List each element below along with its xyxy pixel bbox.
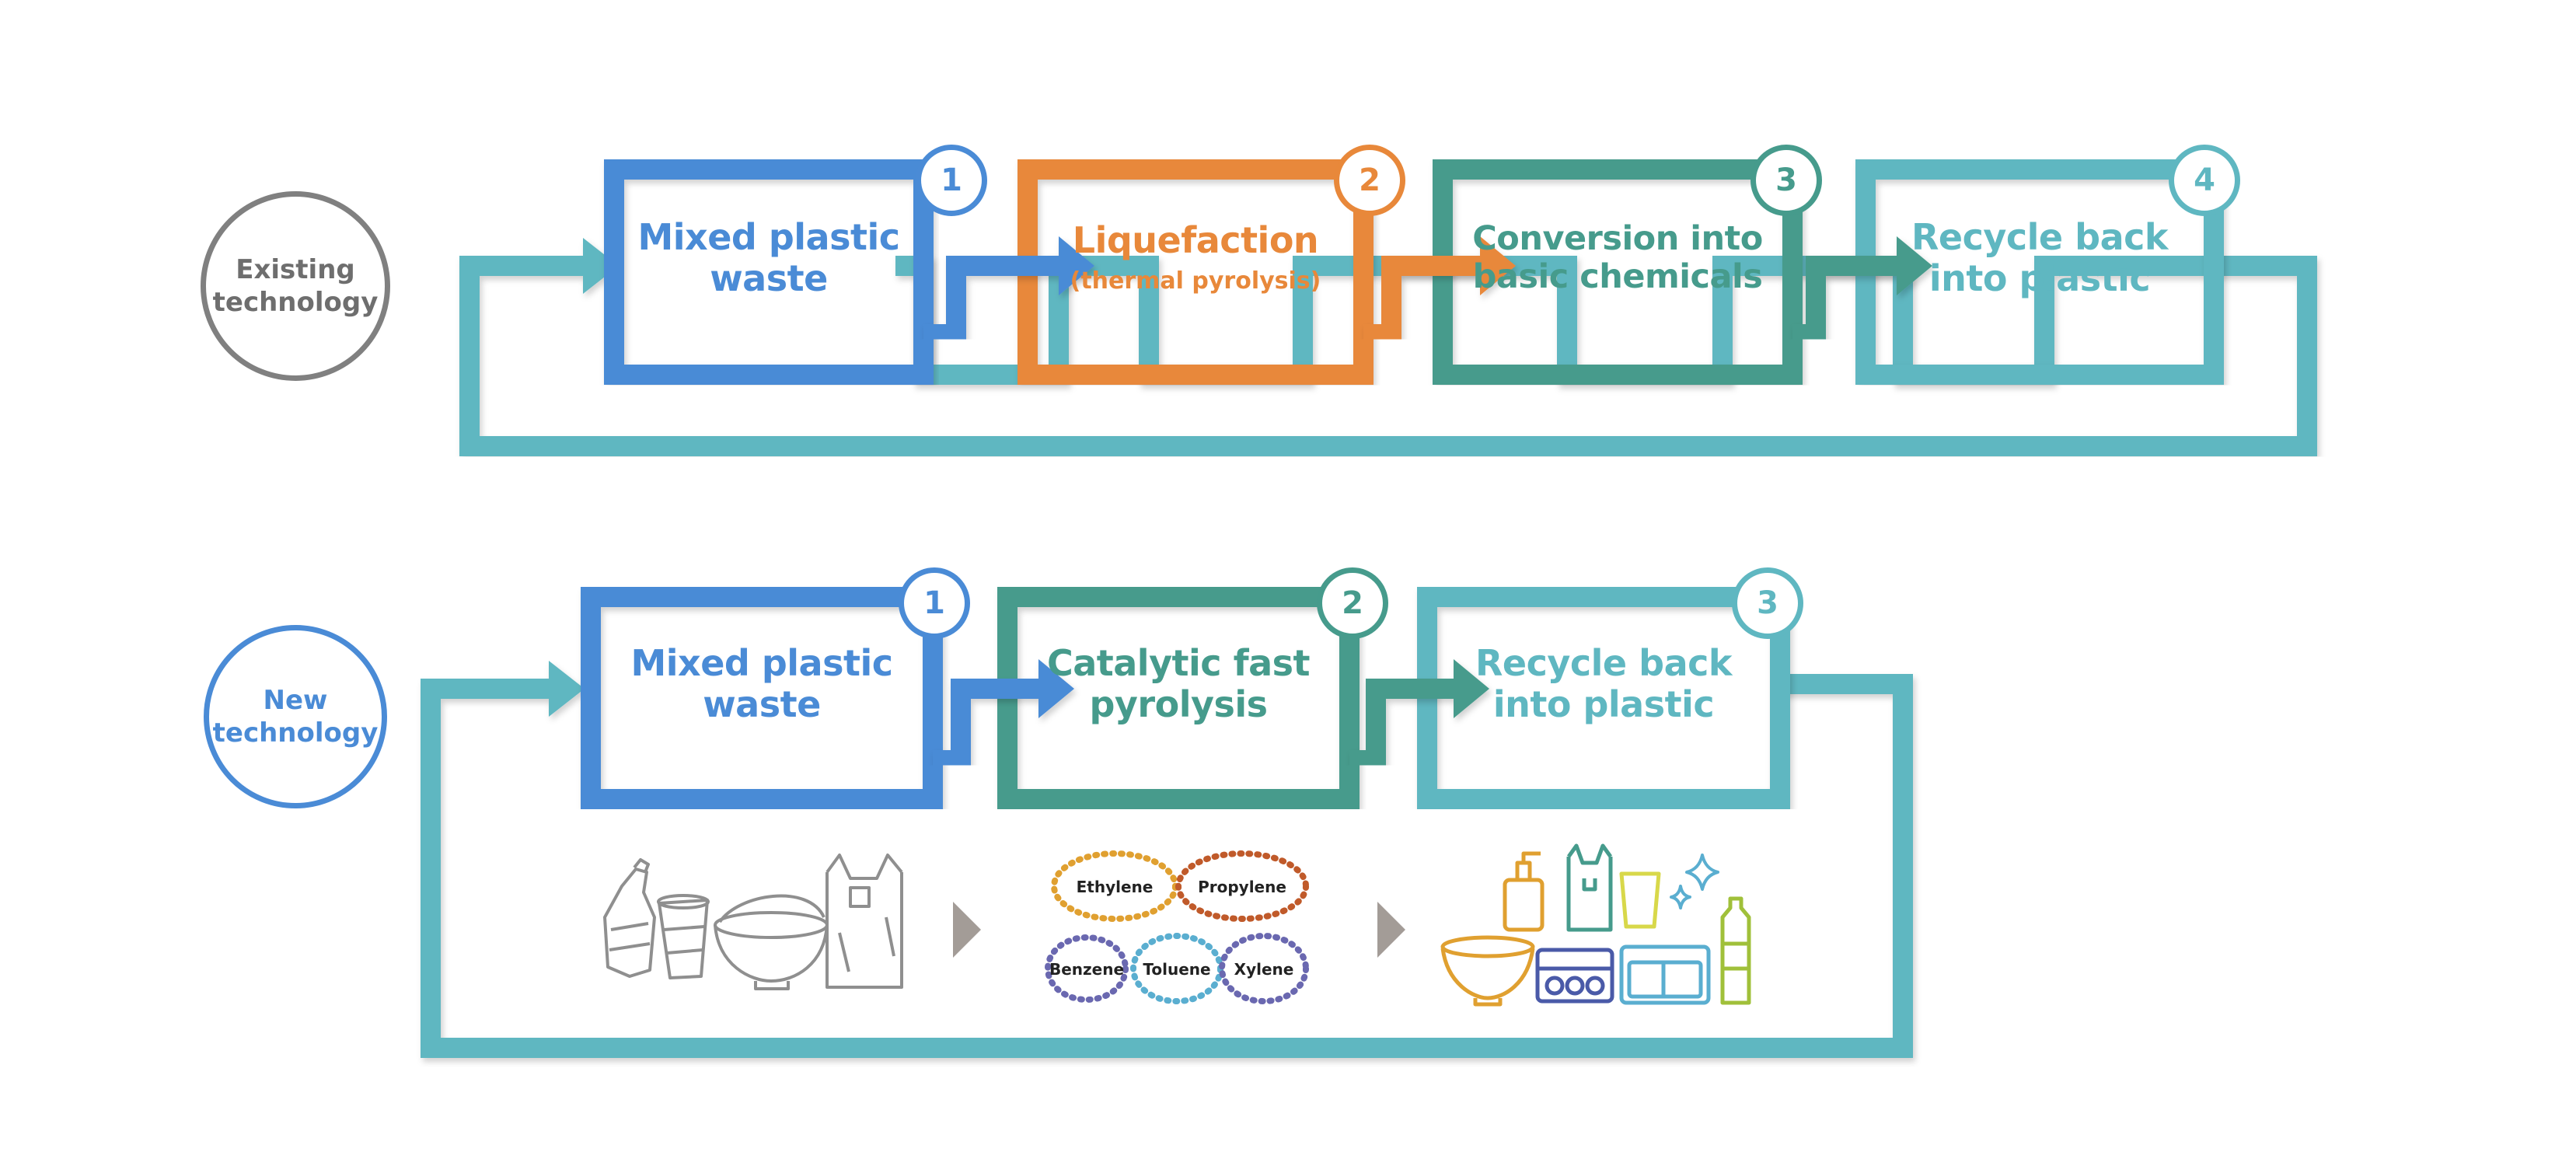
benzene-bubble-icon: Benzene — [1045, 934, 1129, 1003]
existing-step-3-label: Conversion into basic chemicals — [1454, 180, 1782, 336]
existing-step-2-subtitle: (thermal pyrolysis) — [1070, 267, 1321, 295]
new-label-line2: technology — [212, 717, 379, 749]
crushed-bottle-icon — [603, 858, 656, 978]
new-step-3-title: Recycle back into plastic — [1475, 642, 1732, 725]
plastic-bag-icon — [826, 854, 903, 989]
new-step-3-badge: 3 — [1732, 567, 1803, 639]
new-feedback-loop — [421, 661, 1913, 1058]
bowl-icon — [714, 894, 829, 990]
existing-step-2-badge: 2 — [1334, 145, 1405, 216]
existing-step-2-label: Liquefaction (thermal pyrolysis) — [1038, 180, 1353, 336]
existing-connector-3-4 — [1792, 236, 1932, 344]
shopping-bag-icon — [1566, 843, 1613, 932]
xylene-bubble-icon: Xylene — [1219, 933, 1309, 1004]
new-step-2-title: Catalytic fast pyrolysis — [1046, 642, 1311, 725]
existing-step-4-title: Recycle back into plastic — [1911, 216, 2168, 299]
chemical-ethylene-label: Ethylene — [1077, 878, 1154, 896]
chemical-toluene-label: Toluene — [1143, 960, 1210, 979]
process-arrow-2-icon — [1377, 902, 1405, 958]
existing-label-line1: Existing — [236, 253, 355, 285]
new-connector-2-3 — [1349, 659, 1489, 770]
existing-connector-2-3 — [1363, 236, 1516, 344]
new-step-2-frame — [997, 587, 1360, 809]
existing-step-3-title: Conversion into basic chemicals — [1472, 218, 1763, 296]
new-step-1-label: Mixed plastic waste — [602, 608, 922, 760]
plastic-waste-illustration — [603, 854, 903, 990]
process-arrow-1-icon — [953, 902, 981, 958]
recycled-products-illustration — [1440, 843, 1751, 1007]
chemical-propylene-label: Propylene — [1198, 878, 1286, 896]
existing-step-3-badge: 3 — [1750, 145, 1822, 216]
chemicals-illustration: Ethylene Propylene Benzene Toluene Xylen… — [1045, 850, 1309, 1004]
new-label-line1: New — [263, 684, 328, 716]
plastic-bottle-icon — [1720, 896, 1751, 1005]
existing-step-1-badge: 1 — [916, 145, 987, 216]
new-technology-circle: New technology — [204, 625, 387, 808]
existing-step-4-frame — [1855, 159, 2224, 385]
basin-icon — [1440, 935, 1535, 1007]
new-step-3-label: Recycle back into plastic — [1438, 608, 1769, 760]
new-step-3-frame — [1417, 587, 1790, 809]
cup-product-icon — [1619, 871, 1661, 929]
new-loop-arrowhead — [549, 661, 585, 717]
toluene-bubble-icon: Toluene — [1130, 933, 1223, 1004]
new-step-1-title: Mixed plastic waste — [630, 642, 894, 725]
propylene-bubble-icon: Propylene — [1175, 850, 1309, 922]
new-step-1-frame — [581, 587, 943, 809]
cup-icon — [657, 894, 710, 979]
existing-step-3-frame — [1433, 159, 1803, 385]
existing-technology-circle: Existing technology — [201, 191, 390, 381]
existing-step-2-title: Liquefaction — [1072, 219, 1319, 262]
existing-connector-1-2 — [923, 236, 1094, 344]
new-step-1-badge: 1 — [899, 567, 970, 639]
chemical-benzene-label: Benzene — [1049, 960, 1124, 979]
ethylene-bubble-icon: Ethylene — [1051, 850, 1178, 922]
egg-carton-icon — [1535, 948, 1614, 1004]
existing-label-line2: technology — [212, 287, 379, 318]
existing-step-1-label: Mixed plastic waste — [625, 180, 913, 336]
existing-step-2-frame — [1017, 159, 1374, 385]
chemical-xylene-label: Xylene — [1234, 960, 1294, 979]
pump-bottle-icon — [1503, 851, 1545, 932]
existing-loop-arrowhead — [583, 238, 619, 294]
sparkle-icon — [1670, 854, 1719, 909]
existing-step-1-title: Mixed plastic waste — [637, 216, 901, 299]
new-connector-1-2 — [933, 659, 1074, 770]
existing-step-1-frame — [604, 159, 934, 385]
new-step-2-badge: 2 — [1317, 567, 1388, 639]
food-container-icon — [1619, 944, 1711, 1005]
existing-step-4-badge: 4 — [2169, 145, 2240, 216]
new-step-2-label: Catalytic fast pyrolysis — [1018, 608, 1339, 760]
existing-step-4-label: Recycle back into plastic — [1876, 180, 2203, 336]
